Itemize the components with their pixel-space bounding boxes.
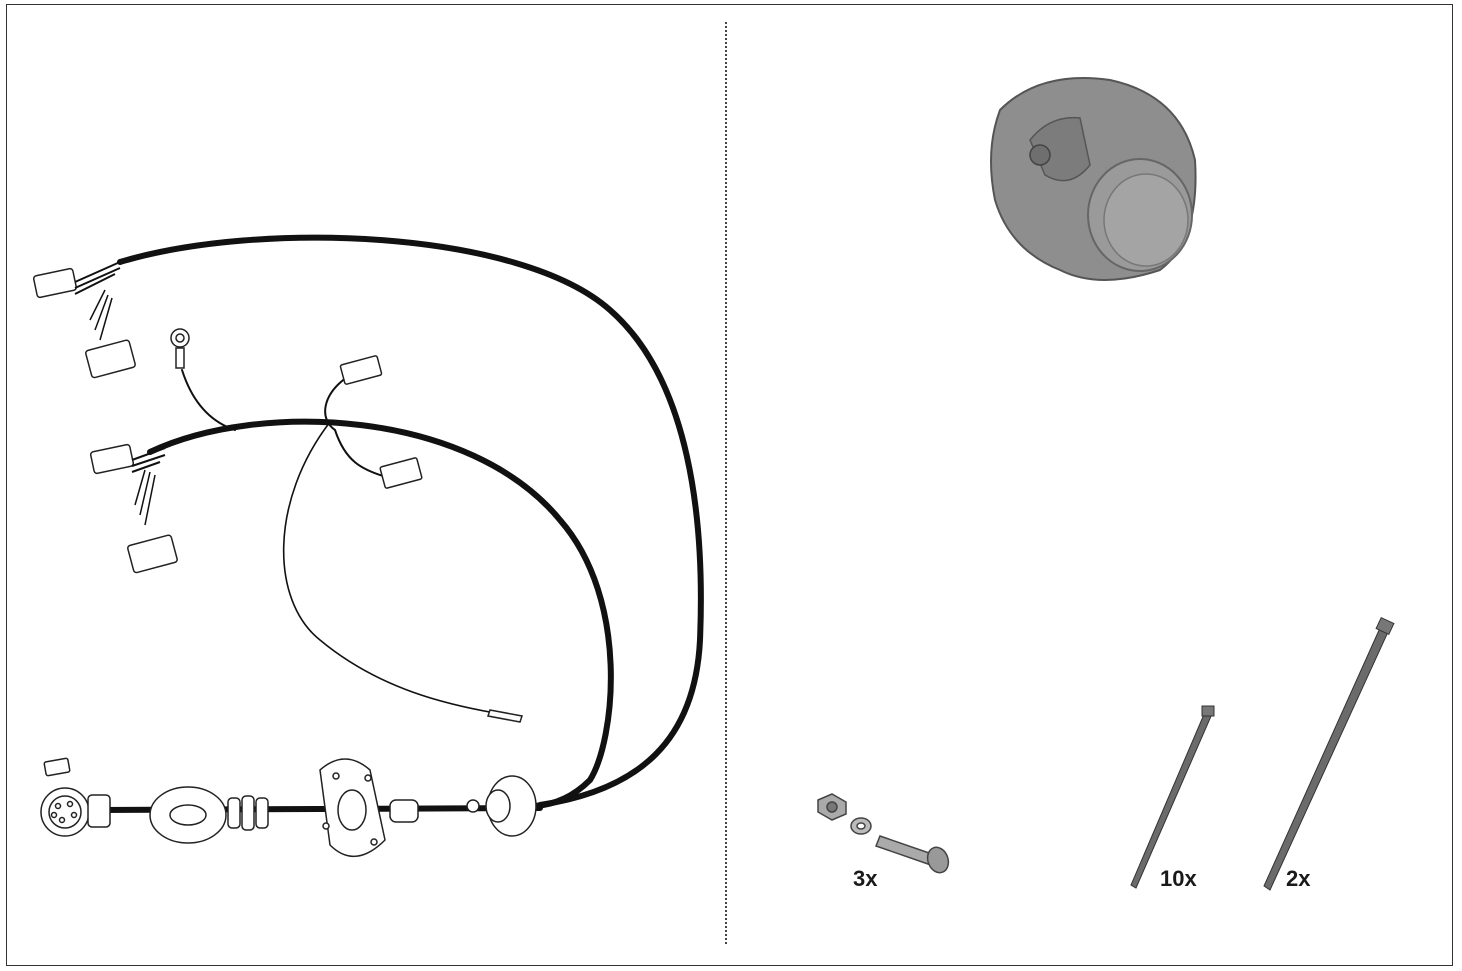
flat-plug-wire xyxy=(324,374,391,479)
bellows-grommet xyxy=(227,795,269,831)
upper-connector-group xyxy=(32,261,136,379)
trunk-plug xyxy=(40,757,111,837)
bolt-set xyxy=(817,793,950,874)
bolt-set-quantity: 3x xyxy=(853,866,878,891)
round-grommet xyxy=(466,775,537,837)
main-cable-outer xyxy=(117,234,704,808)
lower-connector-group xyxy=(89,443,178,574)
small-cable-tie-quantity: 10x xyxy=(1160,866,1197,891)
thin-wire-long xyxy=(282,421,496,714)
lower-flat-plug xyxy=(127,534,178,574)
wiring-harness xyxy=(92,234,704,813)
trailer-socket xyxy=(990,77,1197,281)
spade-connector-top xyxy=(339,355,383,385)
oval-gasket xyxy=(149,786,227,844)
lower-socket-plug xyxy=(89,443,135,475)
bolt-head xyxy=(926,846,950,874)
bolt-shaft xyxy=(875,835,933,865)
spade-connector-bottom xyxy=(379,457,423,489)
large-cable-tie-quantity: 2x xyxy=(1286,866,1311,891)
panel-divider xyxy=(725,22,727,944)
spade-connectors xyxy=(339,355,523,723)
main-cable-inner xyxy=(147,418,614,809)
flange-plate xyxy=(319,758,419,858)
ring-terminal xyxy=(170,328,190,369)
image-frame xyxy=(6,4,1453,966)
fork-terminal xyxy=(487,709,523,723)
small-cable-tie xyxy=(1130,705,1215,889)
ring-terminal-wire xyxy=(181,369,236,431)
upper-socket-plug xyxy=(32,267,78,299)
large-cable-tie xyxy=(1263,616,1395,891)
upper-flat-plug xyxy=(85,339,136,379)
trunk-plug-clip xyxy=(43,757,71,777)
